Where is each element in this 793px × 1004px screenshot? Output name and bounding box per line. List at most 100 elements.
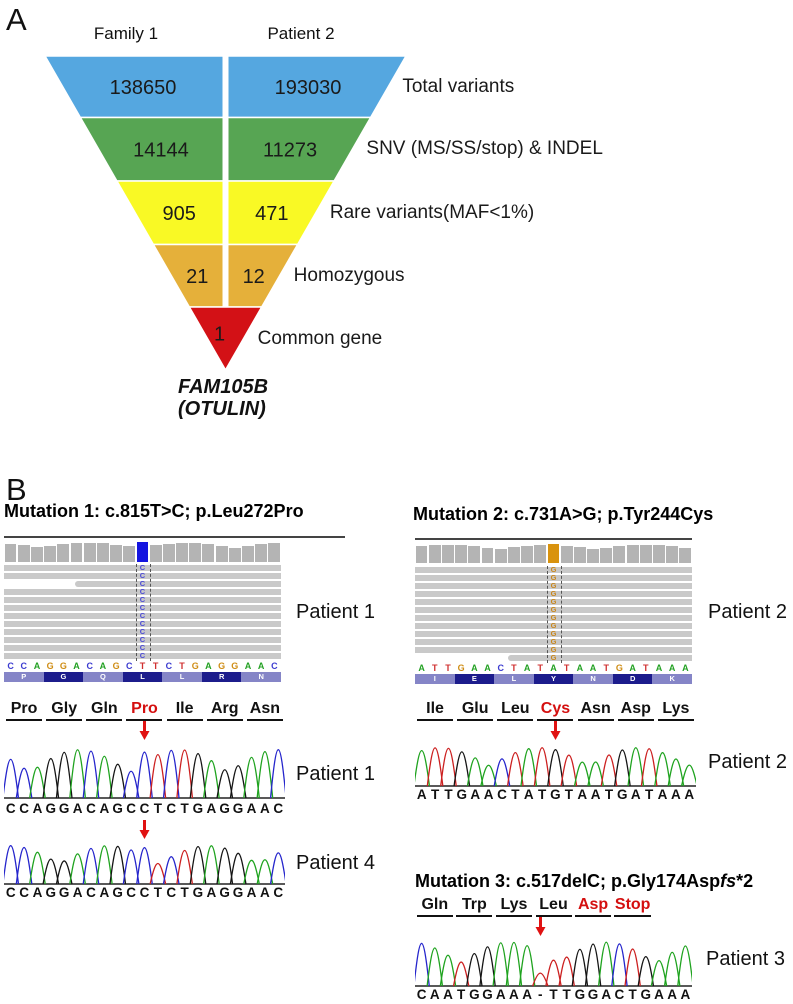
aa-codon-block: E (454, 674, 495, 684)
igv-read-row (415, 615, 692, 621)
trace-peak (15, 847, 33, 885)
aa-label: Leu (535, 896, 572, 917)
trace-peak (415, 943, 430, 987)
trace-peak (654, 752, 671, 787)
mutation3-title-part: Mutation 3: c.517delC; p.Gly174Asp (415, 871, 721, 891)
coverage-bar (666, 546, 679, 563)
igv-read-row (4, 637, 281, 643)
coverage-bar (428, 545, 441, 563)
trace-peak (202, 760, 220, 799)
aa-label: Pro (6, 700, 43, 721)
sanger-base: A (684, 787, 695, 802)
sanger-base: G (574, 987, 586, 1002)
sanger-base: C (86, 801, 96, 816)
read-mutant-base: G (550, 653, 557, 662)
ref-base: G (191, 661, 199, 671)
trace-peak (149, 754, 167, 799)
read-mutant-base: G (550, 565, 557, 574)
coverage-bar (468, 546, 481, 563)
read-mutant-base: G (550, 613, 557, 622)
trace-peak (69, 749, 87, 799)
coverage-bar (96, 543, 109, 562)
funnel-value-left: 138650 (110, 77, 177, 99)
trace-peak (518, 945, 536, 987)
sanger-base: T (604, 787, 614, 802)
aa-label: Leu (497, 700, 534, 721)
aa-label-slot: Lys (656, 700, 696, 721)
coverage-bar (228, 547, 241, 562)
ref-base: T (643, 663, 649, 673)
sanger-base: A (483, 787, 494, 802)
coverage-bar (534, 544, 547, 563)
coverage-bar (83, 542, 96, 562)
ref-base: A (484, 663, 491, 673)
sanger-base: T (628, 987, 637, 1002)
mutation3-title-part: *2 (736, 871, 754, 891)
aa-label-slot: Leu (495, 700, 535, 721)
coverage-bar-mutation (547, 544, 560, 563)
trace-peak (426, 947, 444, 987)
aa-codon-block: G (43, 672, 84, 682)
trace-peak (600, 754, 618, 787)
mutation-arrow-icon (139, 721, 150, 741)
igv-read-row (415, 599, 692, 605)
sanger-base: A (523, 787, 534, 802)
trace-peak (452, 961, 470, 987)
sanger-base: A (72, 885, 83, 900)
sanger-base: A (246, 885, 257, 900)
ref-base: T (563, 663, 570, 673)
sanger-mutant-base: C (139, 885, 150, 900)
mutation2-title: Mutation 2: c.731A>G; p.Tyr244Cys (413, 504, 714, 524)
trace-peak (256, 859, 274, 885)
read-mutant-base: G (550, 637, 557, 646)
trace-peak (453, 751, 471, 787)
ref-base: C (497, 663, 504, 673)
sanger-base: T (153, 885, 162, 900)
funnel-row-label: Total variants (402, 75, 515, 97)
sanger-mutant-base: C (139, 801, 150, 816)
coverage-bar (441, 544, 454, 563)
sanger-base: G (469, 987, 480, 1002)
mutation-arrow-icon (535, 917, 546, 937)
column-header-family1: Family 1 (93, 24, 159, 43)
read-mutant-base: G (550, 629, 557, 638)
sanger-base: T (180, 885, 189, 900)
sanger-base: G (192, 801, 204, 816)
trace-peak (82, 847, 100, 885)
aa-label: Gly (46, 700, 83, 721)
trace-peak (560, 754, 578, 787)
read-mutant-base: C (139, 651, 146, 660)
sanger-base: G (640, 987, 652, 1002)
trace-peak (466, 952, 483, 987)
aa-label-slot: Gly (44, 700, 84, 721)
ref-base: G (112, 661, 120, 671)
coverage-bar (626, 545, 639, 563)
igv-read-row (415, 591, 692, 597)
trace-peak (426, 747, 444, 787)
read-mutant-base: G (550, 621, 557, 630)
trace-peak (440, 748, 457, 787)
ref-base: T (432, 663, 438, 673)
coverage-bar (521, 545, 533, 563)
ref-base: A (471, 663, 478, 673)
read-mutant-base: C (139, 563, 146, 572)
sanger-base: C (86, 885, 96, 900)
trace-peak (439, 954, 457, 987)
trace-peak (533, 747, 551, 787)
ref-base: T (139, 661, 146, 671)
funnel-row-label: Rare variants(MAF<1%) (329, 201, 535, 223)
igv-read-row (4, 597, 281, 603)
funnel-value-left: 905 (163, 203, 196, 225)
trace-peak (597, 941, 615, 987)
mutation3-title-part: fs (720, 871, 737, 891)
sanger-base: T (537, 787, 547, 802)
aa-codon-block: R (201, 672, 242, 682)
trace-peak (82, 750, 100, 799)
trace-peak (55, 751, 73, 799)
coverage-bar (162, 543, 175, 562)
